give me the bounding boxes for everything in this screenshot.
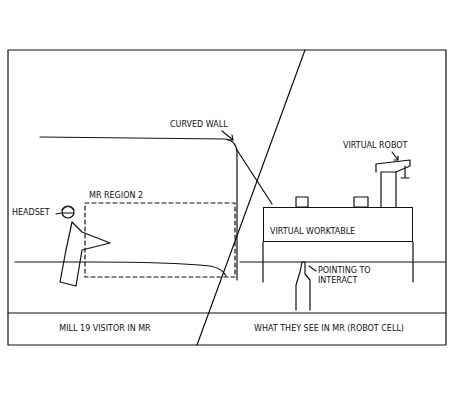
panel-divider bbox=[197, 50, 305, 345]
table-object bbox=[354, 197, 368, 207]
visitor-figure bbox=[60, 222, 110, 286]
caption-divider bbox=[8, 312, 446, 313]
leader-line bbox=[56, 213, 61, 214]
node-text: MR REGION 2 bbox=[89, 191, 231, 201]
storyboard-frame bbox=[8, 50, 446, 345]
node-text: MILL 19 VISITOR IN MR bbox=[14, 324, 196, 334]
callout-label: CURVED WALL bbox=[170, 120, 240, 130]
leader-line bbox=[309, 266, 316, 271]
caption-cell: WHAT THEY SEE IN MR (ROBOT CELL) bbox=[214, 314, 444, 344]
robot-gripper bbox=[401, 166, 409, 178]
leader-line bbox=[222, 131, 233, 140]
callout-label: POINTING TO INTERACT bbox=[318, 266, 380, 286]
callout-label: HEADSET bbox=[12, 208, 56, 218]
table-object bbox=[296, 197, 308, 207]
floor-line bbox=[240, 261, 445, 262]
headset-band bbox=[62, 207, 74, 214]
callout-label: VIRTUAL ROBOT bbox=[343, 141, 418, 151]
node-text: WHAT THEY SEE IN MR (ROBOT CELL) bbox=[218, 324, 440, 334]
mr-region bbox=[85, 203, 235, 277]
wall-edge bbox=[237, 150, 272, 204]
pointing-hand bbox=[296, 262, 310, 310]
curved-wall bbox=[40, 137, 237, 280]
headset bbox=[62, 206, 74, 218]
mr-region: MR REGION 2 bbox=[85, 189, 235, 277]
leader-line bbox=[392, 152, 398, 160]
robot-base bbox=[381, 172, 396, 207]
floor-line bbox=[15, 262, 226, 276]
caption-cell: MILL 19 VISITOR IN MR bbox=[10, 314, 200, 344]
node-text: VIRTUAL WORKTABLE bbox=[270, 227, 406, 237]
virtual-worktable: VIRTUAL WORKTABLE bbox=[263, 207, 413, 242]
